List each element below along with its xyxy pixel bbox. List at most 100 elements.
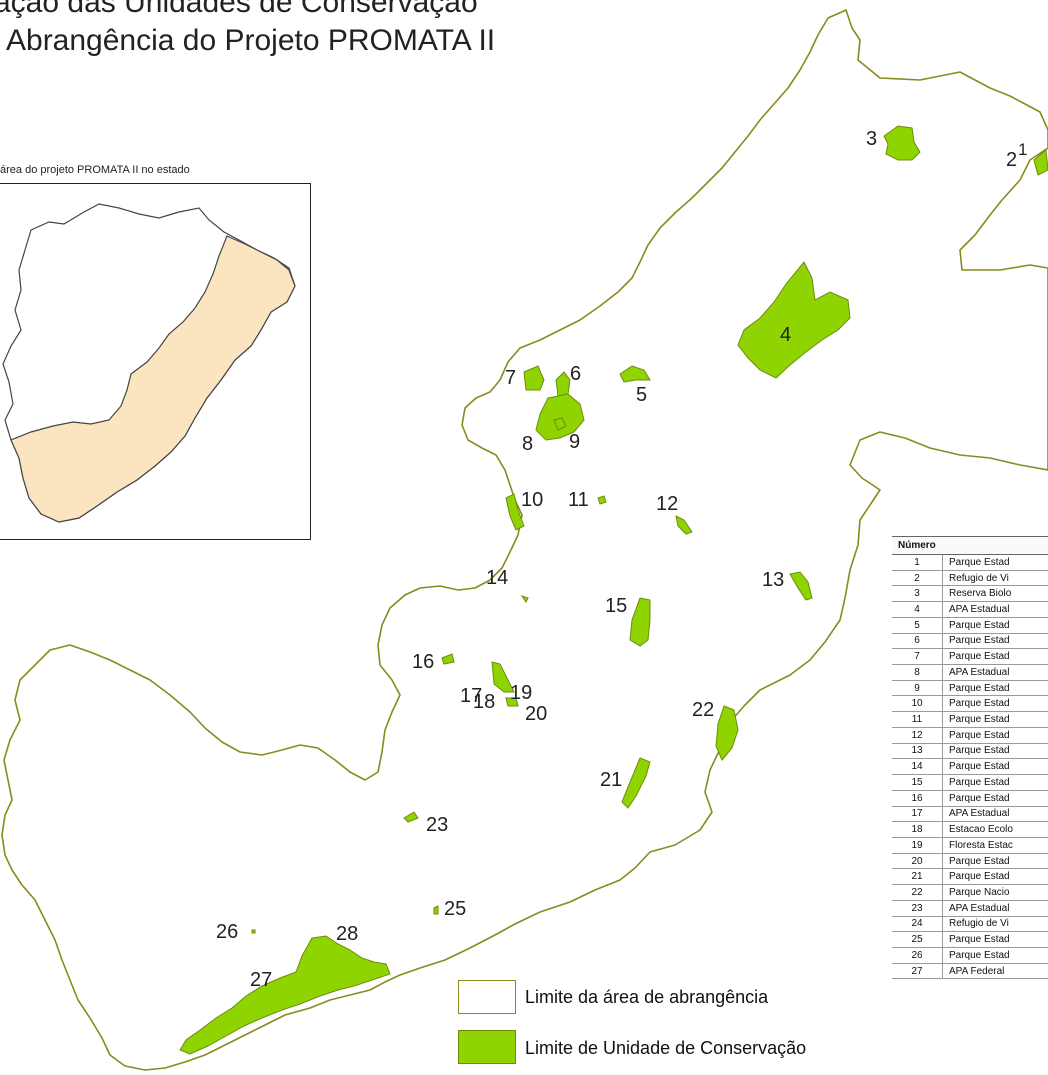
- table-cell-number: 12: [892, 727, 943, 743]
- unit-21-shape: [621, 757, 651, 809]
- table-cell-name: Reserva Biolo: [949, 588, 1012, 600]
- unit-10-shape: [505, 493, 525, 531]
- unit-label-14: 14: [486, 567, 509, 589]
- unit-label-21: 21: [600, 769, 623, 791]
- unit-3-shape: [883, 125, 921, 161]
- table-cell-number: 14: [892, 759, 943, 775]
- table-cell-name: Parque Estad: [949, 792, 1010, 804]
- unit-25-shape: [433, 905, 439, 915]
- coverage-area-boundary: [1, 9, 1048, 1071]
- unit-11-shape: [597, 495, 607, 505]
- table-row: 13 Parque Estad: [892, 743, 1048, 760]
- table-cell-number: 8: [892, 665, 943, 680]
- table-cell-number: 10: [892, 696, 943, 712]
- table-cell-number: 24: [892, 916, 943, 932]
- table-row: 3 Reserva Biolo: [892, 586, 1048, 603]
- unit-label-1: 1: [1018, 140, 1028, 159]
- legend-label-area-limit: Limite da área de abrangência: [525, 987, 769, 1007]
- table-row: 2 Refugio de Vi: [892, 570, 1048, 587]
- unit-14-shape: [520, 595, 529, 603]
- unit-label-27: 27: [250, 969, 273, 991]
- unit-label-26: 26: [216, 921, 239, 943]
- legend-label-unit-limit: Limite de Unidade de Conservação: [525, 1038, 807, 1058]
- table-cell-name: Estacao Ecolo: [949, 824, 1013, 836]
- inset-map-canvas: [2, 203, 296, 523]
- table-cell-number: 2: [892, 570, 943, 586]
- table-cell-number: 26: [892, 947, 943, 963]
- unit-label-16: 16: [412, 651, 435, 673]
- table-cell-number: 16: [892, 790, 943, 806]
- unit-label-5: 5: [636, 384, 648, 406]
- table-cell-number: 21: [892, 869, 943, 885]
- unit-27-28-shape: [179, 935, 391, 1055]
- table-cell-number: 23: [892, 900, 943, 916]
- table-cell-number: 1: [892, 555, 943, 570]
- legend-swatch-unit-limit: [458, 1030, 516, 1064]
- unit-1-shape: [1033, 149, 1048, 176]
- table-cell-name: Parque Estad: [949, 556, 1010, 568]
- unit-label-17: 17: [460, 685, 483, 707]
- table-cell-number: 11: [892, 712, 943, 727]
- table-cell-name: Parque Estad: [949, 745, 1010, 757]
- table-row: 12 Parque Estad: [892, 727, 1048, 744]
- table-cell-number: 17: [892, 806, 943, 822]
- unit-15-shape: [629, 597, 651, 647]
- table-cell-name: Parque Estad: [949, 949, 1010, 961]
- unit-22-shape: [715, 705, 739, 761]
- table-cell-name: Parque Nacio: [949, 886, 1010, 898]
- table-row: 17 APA Estadual: [892, 806, 1048, 823]
- table-cell-name: APA Estadual: [949, 808, 1010, 820]
- unit-label-4: 4: [780, 324, 792, 346]
- table-cell-number: 5: [892, 617, 943, 633]
- table-cell-number: 13: [892, 743, 943, 759]
- table-row: 21 Parque Estad: [892, 869, 1048, 886]
- unit-6-shape: [555, 371, 571, 397]
- table-cell-name: Parque Estad: [949, 635, 1010, 647]
- inset-map: [0, 183, 311, 540]
- table-cell-name: Parque Estad: [949, 871, 1010, 883]
- unit-label-9: 9: [569, 431, 581, 453]
- unit-26-shape: [251, 929, 256, 934]
- unit-4-shape: [737, 261, 851, 379]
- unit-label-25: 25: [444, 898, 467, 920]
- unit-label-3: 3: [866, 128, 878, 150]
- table-cell-name: Refugio de Vi: [949, 572, 1009, 584]
- table-cell-name: APA Estadual: [949, 902, 1010, 914]
- map-title-line-1: ação das Unidades de Conservação: [0, 0, 478, 19]
- unit-label-19: 19: [510, 682, 533, 704]
- unit-label-2: 2: [1006, 149, 1018, 171]
- unit-label-13: 13: [762, 569, 785, 591]
- table-cell-number: 15: [892, 775, 943, 790]
- table-header: Número: [892, 536, 1048, 555]
- table-cell-name: Parque Estad: [949, 682, 1010, 694]
- map-title-line-2: Abrangência do Projeto PROMATA II: [6, 24, 496, 57]
- table-row: 1 Parque Estad: [892, 555, 1048, 571]
- unit-label-7: 7: [505, 367, 517, 389]
- map-title: ação das Unidades de Conservação Abrangê…: [0, 0, 495, 60]
- table-cell-name: APA Federal: [949, 965, 1005, 977]
- table-cell-name: Floresta Estac: [949, 839, 1013, 851]
- unit-17-shape: [491, 661, 515, 693]
- table-cell-name: Parque Estad: [949, 729, 1010, 741]
- table-cell-name: Parque Estad: [949, 776, 1010, 788]
- unit-23-shape: [403, 811, 419, 823]
- unit-label-18: 18: [473, 691, 496, 713]
- table-cell-number: 7: [892, 649, 943, 665]
- unit-label-15: 15: [605, 595, 628, 617]
- table-cell-number: 18: [892, 822, 943, 837]
- promata-area-fill: [10, 235, 296, 523]
- table-cell-number: 19: [892, 837, 943, 853]
- table-cell-number: 3: [892, 586, 943, 602]
- table-cell-name: APA Estadual: [949, 604, 1010, 616]
